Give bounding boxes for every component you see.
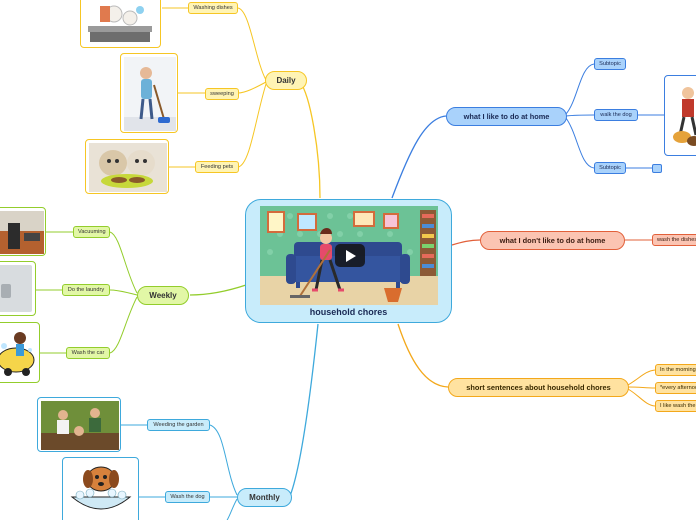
- link-weekly-carwash: [109, 296, 138, 354]
- dog-bath-image: [62, 457, 139, 520]
- branch-daily[interactable]: Daily: [265, 71, 307, 90]
- link-monthly-weeding: [209, 424, 238, 496]
- link-like-walk: [565, 114, 595, 117]
- sweeping-image: [120, 53, 178, 133]
- weekly-item-wash-car[interactable]: Wash the car: [66, 347, 110, 359]
- link-central-weekly: [189, 284, 247, 296]
- link-central-monthly: [289, 323, 319, 497]
- link-sentences-afternoon: [627, 386, 656, 389]
- branch-weekly[interactable]: Weekly: [137, 286, 189, 305]
- link-sentences-like: [627, 388, 656, 407]
- like-item-walk-dog[interactable]: walk the dog: [594, 109, 638, 121]
- link-sentences-morning: [627, 369, 656, 386]
- dish-washing-image: [80, 0, 161, 48]
- play-icon: [346, 249, 356, 262]
- branch-short-sentences[interactable]: short sentences about household chores: [448, 378, 629, 397]
- daily-item-feeding-pets[interactable]: Feeding pets: [195, 161, 239, 173]
- link-central-sentences: [397, 323, 449, 388]
- car-wash-image: [0, 322, 40, 383]
- link-daily-sweeping: [237, 81, 267, 94]
- link-monthly-extra: [226, 498, 238, 520]
- vacuuming-image: [0, 207, 46, 256]
- link-central-daily: [299, 81, 321, 199]
- monthly-item-wash-dog[interactable]: Wash the dog: [165, 491, 210, 503]
- link-like-subtopic2: [565, 117, 595, 169]
- laundry-image: [0, 261, 36, 316]
- sentence-item-morning[interactable]: In the morning: [655, 364, 696, 376]
- branch-like[interactable]: what I like to do at home: [446, 107, 567, 126]
- daily-item-washing-dishes[interactable]: Washing dishes: [188, 2, 238, 14]
- video-thumbnail[interactable]: [260, 206, 438, 305]
- weekly-item-laundry[interactable]: Do the laundry: [62, 284, 110, 296]
- branch-monthly[interactable]: Monthly: [237, 488, 292, 507]
- link-daily-washing: [237, 7, 267, 81]
- like-item-subtopic-2[interactable]: Subtopic: [594, 162, 626, 174]
- link-weekly-vacuuming: [109, 231, 138, 294]
- daily-item-sweeping[interactable]: sweeping: [205, 88, 239, 100]
- sentence-item-afternoon[interactable]: *every afternoon: [655, 382, 696, 394]
- link-like-subtopic1: [565, 63, 595, 115]
- monthly-item-weeding[interactable]: Weeding the garden: [147, 419, 210, 431]
- link-weekly-laundry: [109, 289, 138, 296]
- weeding-image: [37, 397, 121, 452]
- walk-dog-image: [664, 75, 696, 156]
- dislike-item-wash-dishes[interactable]: wash the dishes: [652, 234, 696, 246]
- feeding-pets-image: [85, 139, 169, 194]
- central-title: household chores: [309, 307, 388, 317]
- link-central-dislike: [451, 239, 481, 246]
- central-node[interactable]: household chores: [245, 199, 452, 323]
- play-button[interactable]: [335, 244, 365, 267]
- link-daily-feeding: [237, 83, 267, 168]
- weekly-item-vacuuming[interactable]: Vacuuming: [73, 226, 110, 238]
- sentence-item-like-wash[interactable]: I like wash the: [655, 400, 696, 412]
- like-item-subtopic-1[interactable]: Subtopic: [594, 58, 626, 70]
- link-central-like: [391, 115, 447, 199]
- branch-dislike[interactable]: what I don't like to do at home: [480, 231, 625, 250]
- empty-subtopic-box[interactable]: [652, 164, 662, 173]
